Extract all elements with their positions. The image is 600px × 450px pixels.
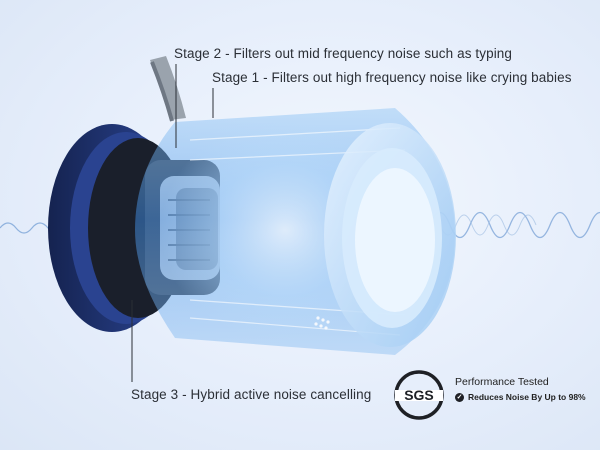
- stage-2-callout: Stage 2 - Filters out mid frequency nois…: [174, 46, 513, 61]
- stage-1-callout: Stage 1 - Filters out high frequency noi…: [212, 70, 572, 85]
- earbud-stem: [150, 56, 186, 120]
- badge-title: Performance Tested: [455, 376, 549, 388]
- stage-3-callout: Stage 3 - Hybrid active noise cancelling: [131, 387, 372, 402]
- sgs-logo: SGS: [394, 370, 444, 420]
- badge-claim-text: Reduces Noise By Up to 98%: [468, 392, 586, 402]
- check-circle-icon: ✓: [455, 392, 464, 402]
- badge-claim: ✓ Reduces Noise By Up to 98%: [455, 392, 586, 402]
- svg-text:SGS: SGS: [404, 387, 434, 403]
- sound-wave-right: [429, 211, 600, 239]
- certification-badge: SGS Performance Tested ✓ Reduces Noise B…: [393, 365, 593, 425]
